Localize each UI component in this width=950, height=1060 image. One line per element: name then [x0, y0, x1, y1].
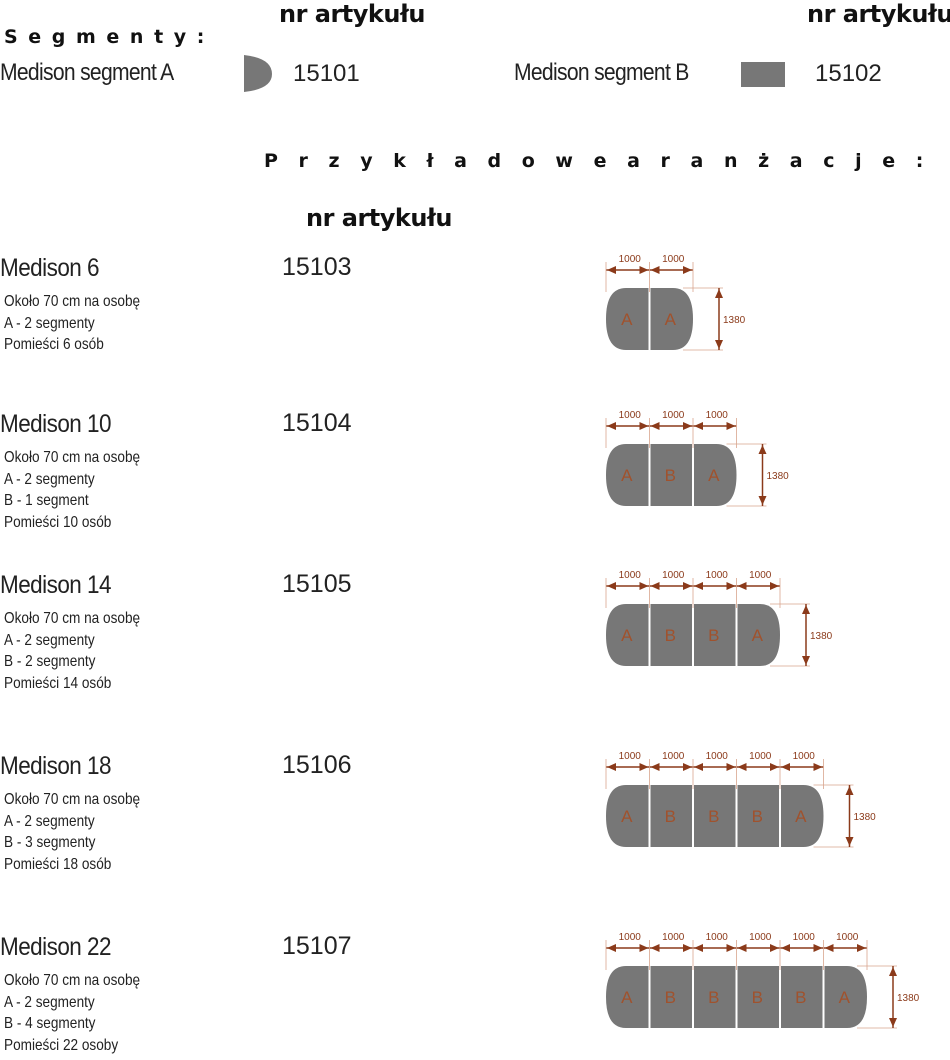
- width-dimension-label: 1000: [619, 570, 642, 581]
- width-dimension-label: 1000: [706, 570, 729, 581]
- arrangement-description: Około 70 cm na osobę A - 2 segmenty B - 4 …: [4, 970, 140, 1056]
- arrangements-title: P r z y k ł a d o w e a r a n ż a c j e …: [264, 150, 931, 172]
- height-dimension-label: 1380: [810, 631, 833, 642]
- description-line: Pomieści 14 osób: [4, 674, 112, 692]
- width-dimension-label: 1000: [749, 570, 772, 581]
- arrangement-article-number: 15106: [282, 751, 352, 779]
- segment-label: B: [708, 626, 719, 645]
- description-line: Około 70 cm na osobę: [4, 293, 141, 310]
- segments-title: S e g m e n t y :: [4, 26, 207, 48]
- arrangement-article-number: 15105: [282, 570, 352, 598]
- segment-label: B: [665, 626, 676, 645]
- segment-label: B: [665, 988, 676, 1007]
- description-line: B - 4 segmenty: [4, 1015, 96, 1032]
- segment-label: A: [752, 626, 764, 645]
- arrangement-title: Medison 14: [0, 571, 111, 599]
- segment-label: B: [665, 807, 676, 826]
- description-line: Pomieści 10 osób: [4, 513, 112, 531]
- width-dimension-label: 1000: [836, 932, 859, 943]
- width-dimension-label: 1000: [662, 932, 685, 943]
- width-dimension-label: 1000: [662, 410, 685, 421]
- description-line: Pomieści 6 osób: [4, 336, 104, 353]
- description-line: A - 2 segmenty: [4, 470, 95, 488]
- width-dimension-label: 1000: [793, 751, 816, 762]
- nr-artykulu-header-3: nr artykułu: [306, 204, 452, 232]
- description-line: A - 2 segmenty: [4, 812, 95, 830]
- description-line: Pomieści 18 osób: [4, 855, 112, 873]
- description-line: B - 3 segmenty: [4, 834, 96, 851]
- segment-label: A: [621, 988, 633, 1007]
- width-dimension-label: 1000: [706, 410, 729, 421]
- segment-label: A: [665, 310, 677, 329]
- width-dimension-label: 1000: [662, 254, 685, 265]
- segment-label: B: [795, 988, 806, 1007]
- arrangement-title: Medison 6: [0, 254, 99, 282]
- width-dimension-label: 1000: [793, 932, 816, 943]
- segment-a-number: 15101: [293, 60, 360, 87]
- description-line: Około 70 cm na osobę: [4, 449, 141, 466]
- description-line: Około 70 cm na osobę: [4, 610, 141, 627]
- width-dimension-label: 1000: [619, 751, 642, 762]
- width-dimension-label: 1000: [706, 751, 729, 762]
- width-dimension-label: 1000: [749, 932, 772, 943]
- segment-label: A: [621, 310, 633, 329]
- arrangement-description: Około 70 cm na osobę A - 2 segmenty B - 1 …: [4, 447, 140, 533]
- height-dimension-label: 1380: [767, 471, 790, 482]
- width-dimension-label: 1000: [619, 932, 642, 943]
- segment-b-number: 15102: [815, 60, 882, 87]
- description-line: Około 70 cm na osobę: [4, 972, 141, 989]
- segment-label: A: [621, 807, 633, 826]
- description-line: A - 2 segmenty: [4, 314, 95, 332]
- segment-label: B: [752, 807, 763, 826]
- description-line: A - 2 segmenty: [4, 631, 95, 649]
- width-dimension-label: 1000: [619, 410, 642, 421]
- description-line: B - 2 segmenty: [4, 653, 96, 670]
- height-dimension-label: 1380: [854, 812, 877, 823]
- width-dimension-label: 1000: [662, 570, 685, 581]
- segment-label: A: [795, 807, 807, 826]
- arrangement-article-number: 15107: [282, 932, 352, 960]
- arrangement-title: Medison 18: [0, 752, 111, 780]
- width-dimension-label: 1000: [706, 932, 729, 943]
- arrangement-description: Około 70 cm na osobę A - 2 segmenty B - 2 …: [4, 608, 140, 694]
- segment-label: A: [839, 988, 851, 1007]
- arrangement-title: Medison 10: [0, 410, 111, 438]
- width-dimension-label: 1000: [619, 254, 642, 265]
- segment-label: B: [665, 466, 676, 485]
- segment-b-name: Medison segment B: [514, 59, 689, 86]
- segment-label: A: [621, 466, 633, 485]
- arrangement-description: Około 70 cm na osobę A - 2 segmenty B - 3 …: [4, 789, 140, 875]
- segment-label: B: [708, 988, 719, 1007]
- arrangement-article-number: 15103: [282, 253, 352, 281]
- width-dimension-label: 1000: [749, 751, 772, 762]
- height-dimension-label: 1380: [723, 315, 746, 326]
- table-shape: [606, 785, 824, 847]
- table-shape: [606, 444, 737, 506]
- description-line: A - 2 segmenty: [4, 993, 95, 1011]
- segment-label: A: [708, 466, 720, 485]
- arrangement-title: Medison 22: [0, 933, 111, 961]
- segment-label: A: [621, 626, 633, 645]
- description-line: Około 70 cm na osobę: [4, 791, 141, 808]
- nr-artykulu-header-2: nr artykułu: [807, 0, 950, 28]
- height-dimension-label: 1380: [897, 993, 920, 1004]
- segment-label: B: [708, 807, 719, 826]
- segment-a-name: Medison segment A: [0, 59, 174, 86]
- description-line: Pomieści 22 osoby: [4, 1036, 119, 1054]
- width-dimension-label: 1000: [662, 751, 685, 762]
- nr-artykulu-header-1: nr artykułu: [279, 0, 425, 28]
- arrangement-article-number: 15104: [282, 409, 352, 437]
- description-line: B - 1 segment: [4, 492, 89, 509]
- segment-label: B: [752, 988, 763, 1007]
